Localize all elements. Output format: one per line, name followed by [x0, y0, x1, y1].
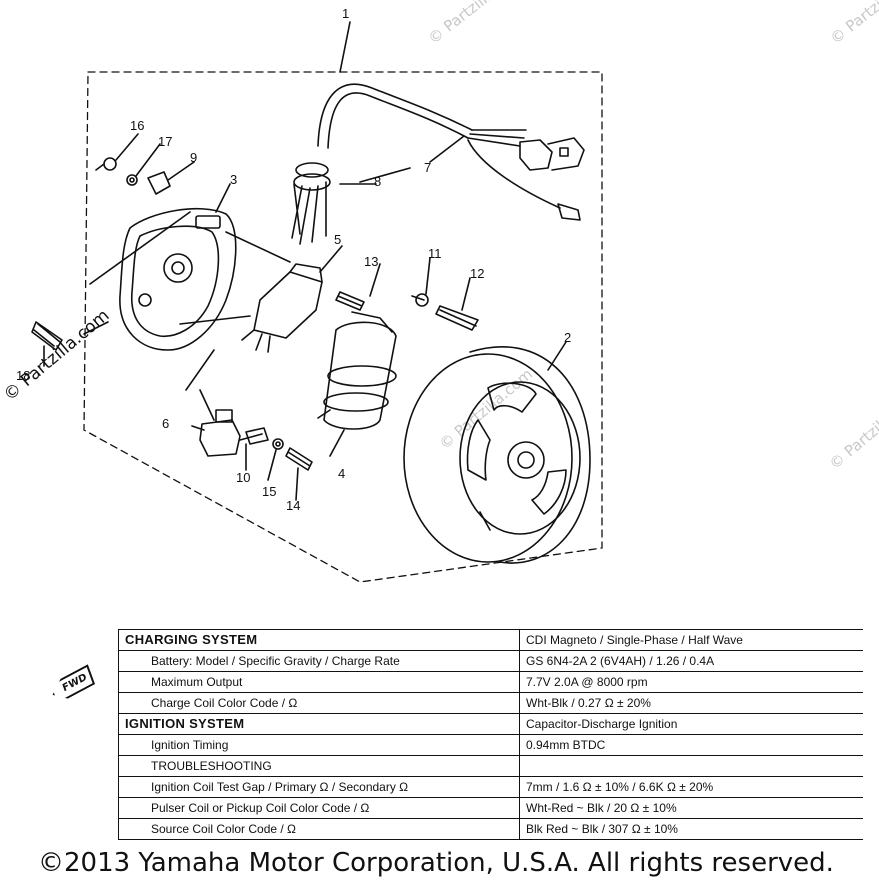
spec-row: Ignition Coil Test Gap / Primary Ω / Sec… [118, 776, 863, 798]
spec-label: Ignition Timing [118, 734, 520, 756]
spec-value: CDI Magneto / Single-Phase / Half Wave [519, 629, 863, 651]
screw-18 [31, 321, 63, 351]
spec-label: Pulser Coil or Pickup Coil Color Code / … [118, 797, 520, 819]
callout-2: 2 [564, 330, 571, 345]
washer-15 [272, 438, 284, 450]
callout-18: 18 [16, 368, 30, 383]
wire-harness-7 [317, 83, 585, 221]
screw-16 [95, 157, 117, 171]
source-coil-5 [241, 263, 323, 353]
spec-label: Ignition Coil Test Gap / Primary Ω / Sec… [118, 776, 520, 798]
callout-14: 14 [286, 498, 300, 513]
callout-7: 7 [424, 160, 431, 175]
screw-13 [335, 291, 365, 311]
spec-label: TROUBLESHOOTING [118, 755, 520, 777]
callout-15: 15 [262, 484, 276, 499]
stator-base-plate-3 [119, 207, 291, 351]
spec-value: Wht-Blk / 0.27 Ω ± 20% [519, 692, 863, 714]
spec-row: Pulser Coil or Pickup Coil Color Code / … [118, 797, 863, 819]
callout-11: 11 [428, 246, 442, 261]
assembly-boundary [83, 71, 603, 583]
spec-label: Battery: Model / Specific Gravity / Char… [118, 650, 520, 672]
spec-value: Capacitor-Discharge Ignition [519, 713, 863, 735]
clamp-9 [147, 171, 171, 195]
spec-label: IGNITION SYSTEM [118, 713, 520, 735]
callout-9: 9 [190, 150, 197, 165]
callout-3: 3 [230, 172, 237, 187]
spec-value: 7.7V 2.0A @ 8000 rpm [519, 671, 863, 693]
spec-label: Source Coil Color Code / Ω [118, 818, 520, 840]
callout-10: 10 [236, 470, 250, 485]
washer-11 [411, 293, 429, 307]
spec-row: TROUBLESHOOTING [118, 755, 863, 777]
spec-label: Maximum Output [118, 671, 520, 693]
copyright-notice: ©2013 Yamaha Motor Corporation, U.S.A. A… [38, 848, 834, 878]
pulser-coil-6 [199, 409, 263, 457]
washer-17 [126, 174, 138, 186]
spec-value: Blk Red ~ Blk / 307 Ω ± 10% [519, 818, 863, 840]
spec-value: Wht-Red ~ Blk / 20 Ω ± 10% [519, 797, 863, 819]
callout-8: 8 [374, 174, 381, 189]
spec-value: 7mm / 1.6 Ω ± 10% / 6.6K Ω ± 20% [519, 776, 863, 798]
spec-value: 0.94mm BTDC [519, 734, 863, 756]
callout-12: 12 [470, 266, 484, 281]
spec-label: CHARGING SYSTEM [118, 629, 520, 651]
leader-1 [339, 21, 351, 73]
fwd-arrow-icon: FWD [49, 664, 95, 705]
spec-label: Charge Coil Color Code / Ω [118, 692, 520, 714]
clamp-10 [245, 427, 269, 445]
callout-5: 5 [334, 232, 341, 247]
callout-16: 16 [130, 118, 144, 133]
exploded-view-diagram: 1 2 3 4 5 6 7 8 9 10 11 12 13 14 15 16 1… [16, 6, 603, 583]
spec-value: GS 6N4-2A 2 (6V4AH) / 1.26 / 0.4A [519, 650, 863, 672]
callout-1: 1 [342, 6, 349, 21]
flywheel-rotor-2 [403, 346, 591, 564]
grommet-8 [291, 162, 377, 245]
screw-12 [435, 305, 479, 331]
spec-row: Battery: Model / Specific Gravity / Char… [118, 650, 863, 672]
spec-value [519, 755, 863, 777]
callout-6: 6 [162, 416, 169, 431]
charge-coil-4 [317, 311, 397, 430]
screw-14 [285, 447, 313, 471]
callout-13: 13 [364, 254, 378, 269]
callout-17: 17 [158, 134, 172, 149]
callout-4: 4 [338, 466, 345, 481]
